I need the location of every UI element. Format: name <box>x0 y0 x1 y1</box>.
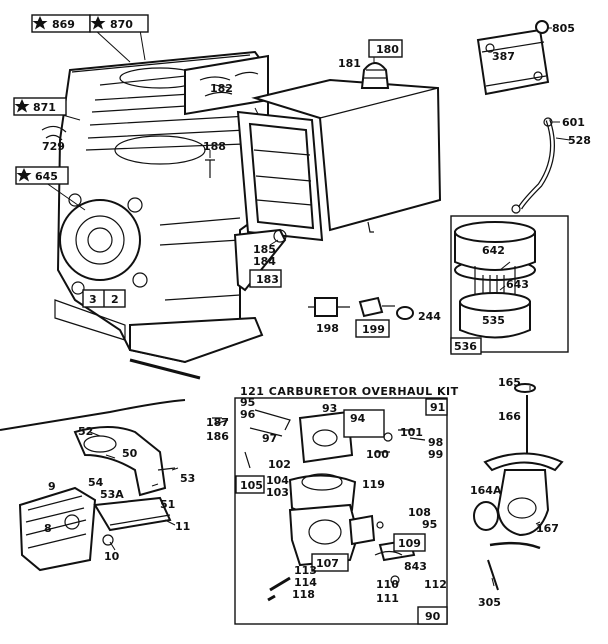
part-label-184: 184 <box>253 255 276 268</box>
part-label-180: 180 <box>376 43 399 56</box>
part-label-10: 10 <box>104 550 120 563</box>
part-label-50: 50 <box>122 447 138 460</box>
part-label-54: 54 <box>88 476 104 489</box>
part-label-53: 53 <box>180 472 195 485</box>
part-label-111: 111 <box>376 592 399 605</box>
fuel-pump-drawing <box>476 20 550 96</box>
part-label-642: 642 <box>482 244 505 257</box>
part-label-99: 99 <box>428 448 443 461</box>
part-label-108: 108 <box>408 506 431 519</box>
part-label-185: 185 <box>253 243 276 256</box>
part-label-871: 871 <box>33 101 56 114</box>
part-label-166: 166 <box>498 410 521 423</box>
part-label-97: 97 <box>262 432 277 445</box>
star-icon <box>16 168 32 182</box>
part-label-118: 118 <box>292 588 315 601</box>
part-label-186: 186 <box>206 430 229 443</box>
part-label-869: 869 <box>52 18 75 31</box>
part-label-3: 3 <box>89 293 97 306</box>
part-label-11: 11 <box>175 520 190 533</box>
part-label-95: 95 <box>240 396 255 409</box>
kit-title: 121 CARBURETOR OVERHAUL KIT <box>240 385 459 398</box>
cylinder-head-gasket-drawing <box>184 54 269 116</box>
part-label-95b: 95 <box>422 518 437 531</box>
part-label-51: 51 <box>160 498 175 511</box>
fuel-line-drawing <box>511 117 555 214</box>
part-label-305: 305 <box>478 596 501 609</box>
part-label-167: 167 <box>536 522 559 535</box>
part-label-165: 165 <box>498 376 521 389</box>
part-number-labels: 869 870 871 729 645 182 180 181 188 185 … <box>33 18 591 623</box>
part-label-114: 114 <box>294 576 317 589</box>
part-label-8: 8 <box>44 522 52 535</box>
part-label-536: 536 <box>454 340 477 353</box>
part-label-52: 52 <box>78 425 93 438</box>
cylinder-block-drawing <box>54 50 269 380</box>
muffler-drawing <box>18 486 172 572</box>
part-label-109: 109 <box>398 537 421 550</box>
part-label-643: 643 <box>506 278 529 291</box>
part-label-188: 188 <box>203 140 226 153</box>
part-label-113: 113 <box>294 564 317 577</box>
fuel-fittings-drawing <box>308 296 414 320</box>
part-label-101: 101 <box>400 426 423 439</box>
part-label-843: 843 <box>404 560 427 573</box>
tank-bracket-drawing <box>233 228 287 292</box>
part-label-183: 183 <box>256 273 279 286</box>
part-label-91: 91 <box>430 401 445 414</box>
intake-elbow-drawing <box>0 399 186 497</box>
part-label-729: 729 <box>42 140 65 153</box>
part-label-98: 98 <box>428 436 443 449</box>
part-label-601: 601 <box>562 116 585 129</box>
part-label-187: 187 <box>206 416 229 429</box>
part-label-104: 104 <box>266 474 289 487</box>
carburetor-drawing <box>244 409 426 602</box>
part-label-164A: 164A <box>470 484 502 497</box>
screw-188-drawing <box>205 159 215 178</box>
part-label-2: 2 <box>111 293 119 306</box>
part-label-102: 102 <box>268 458 291 471</box>
part-label-96: 96 <box>240 408 256 421</box>
part-label-90: 90 <box>425 610 441 623</box>
part-label-103: 103 <box>266 486 289 499</box>
part-label-181: 181 <box>338 57 361 70</box>
part-label-119: 119 <box>362 478 385 491</box>
part-label-93: 93 <box>322 402 337 415</box>
star-icon <box>32 16 48 30</box>
part-label-528: 528 <box>568 134 591 147</box>
star-icon <box>14 99 30 113</box>
callout-boxes <box>13 14 482 625</box>
part-label-182: 182 <box>210 82 233 95</box>
star-icons <box>14 16 106 182</box>
part-label-107: 107 <box>316 557 339 570</box>
part-label-105: 105 <box>240 479 263 492</box>
part-label-645: 645 <box>35 170 58 183</box>
part-label-387: 387 <box>492 50 515 63</box>
part-label-244: 244 <box>418 310 441 323</box>
fuel-tank-drawing <box>251 62 442 233</box>
air-filter-element-drawing <box>454 221 536 339</box>
clip-729-drawing <box>41 125 67 141</box>
part-label-9: 9 <box>48 480 56 493</box>
screw-187-186-drawing <box>212 417 229 425</box>
choke-assembly-drawing <box>473 383 564 591</box>
part-label-112: 112 <box>424 578 447 591</box>
part-label-199: 199 <box>362 323 385 336</box>
part-label-100: 100 <box>366 448 389 461</box>
part-label-53A: 53A <box>100 488 124 501</box>
part-label-535: 535 <box>482 314 505 327</box>
air-cleaner-frame-drawing <box>236 110 324 242</box>
part-label-870: 870 <box>110 18 133 31</box>
part-label-805: 805 <box>552 22 575 35</box>
part-label-94: 94 <box>350 412 366 425</box>
star-icon <box>90 16 106 30</box>
part-label-110: 110 <box>376 578 399 591</box>
part-label-198: 198 <box>316 322 339 335</box>
